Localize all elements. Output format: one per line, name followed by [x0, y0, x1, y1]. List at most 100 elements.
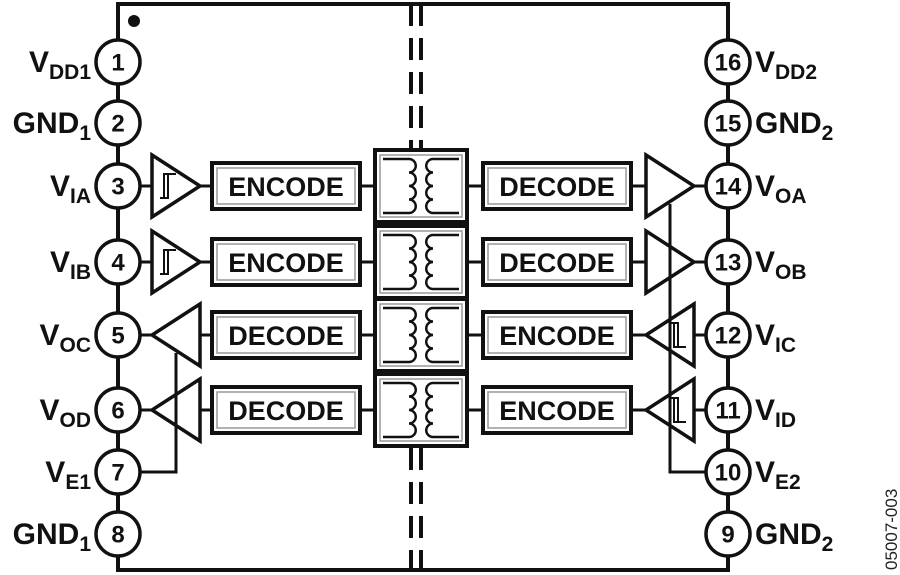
pin-circle — [704, 510, 752, 558]
pin-number: 12 — [715, 323, 742, 350]
transformer-C — [373, 297, 469, 373]
pin-subscript: OD — [60, 409, 92, 432]
left-block-D-label: DECODE — [228, 396, 344, 426]
right-block-C: ENCODE — [481, 310, 633, 360]
primary-coil-icon — [383, 306, 417, 364]
left-block-A-inner — [216, 167, 356, 205]
transformer-frame-inner — [379, 303, 463, 367]
left-block-C-inner — [216, 316, 356, 354]
transformer-D — [373, 372, 469, 448]
pin-name: GND — [755, 107, 822, 140]
left-block-D-outer — [210, 385, 362, 435]
pin-circle — [94, 311, 142, 359]
left-block-A-label: ENCODE — [228, 172, 344, 202]
left-block-C-label: DECODE — [228, 321, 344, 351]
pin-label: GND1 — [13, 518, 92, 556]
pin-subscript: E1 — [65, 471, 91, 494]
pin-number: 3 — [111, 174, 124, 201]
left-block-B-inner — [216, 243, 356, 281]
pin-name: V — [50, 170, 70, 203]
pin-subscript: IA — [70, 185, 91, 208]
pin-name: GND — [13, 518, 80, 551]
left-block-C: DECODE — [210, 310, 362, 360]
secondary-coil-icon — [425, 233, 459, 291]
left-block-D-inner — [216, 391, 356, 429]
schmitt-trigger-icon — [160, 173, 176, 199]
pin-11: 11 VID — [704, 386, 796, 434]
right-block-D-outer — [481, 385, 633, 435]
transformer-frame — [373, 372, 469, 448]
secondary-coil-icon — [425, 381, 459, 439]
right-block-A-inner — [487, 167, 627, 205]
pin-subscript: ID — [775, 409, 796, 432]
pin1-marker-dot — [128, 15, 140, 27]
pin-circle — [704, 38, 752, 86]
pin-number: 8 — [111, 522, 124, 549]
pin-circle — [704, 162, 752, 210]
pin-label: VE1 — [45, 456, 91, 494]
transformer-B — [373, 224, 469, 300]
right-block-C-label: ENCODE — [499, 321, 615, 351]
pin-number: 7 — [111, 460, 124, 487]
transformer-frame — [373, 224, 469, 300]
pin-label: VID — [755, 394, 796, 432]
right-block-B-label: DECODE — [499, 248, 615, 278]
pin-circle — [94, 162, 142, 210]
pin-number: 6 — [111, 398, 124, 425]
right-block-D-inner — [487, 391, 627, 429]
input-buffer-B — [150, 227, 204, 297]
pin-name: GND — [755, 518, 822, 551]
right-block-B-outer — [481, 237, 633, 287]
primary-coil-icon — [383, 381, 417, 439]
pin-circle — [704, 386, 752, 434]
primary-coil-icon — [383, 157, 417, 215]
pin-number: 1 — [111, 50, 124, 77]
buffer-triangle-icon — [150, 227, 204, 297]
pin-number: 14 — [715, 174, 742, 201]
buffer-triangle-icon — [148, 300, 202, 370]
left-block-C-outer — [210, 310, 362, 360]
pin-14: 14 VOA — [704, 162, 807, 210]
transformer-frame — [373, 297, 469, 373]
pin-label: VOA — [755, 170, 807, 208]
pin-name: V — [39, 319, 59, 352]
pin-name: V — [29, 46, 49, 79]
pin-label: GND1 — [13, 107, 92, 145]
pin-name: V — [755, 456, 775, 489]
pin-label: GND2 — [755, 107, 833, 145]
pin-number: 16 — [715, 50, 742, 77]
pin-subscript: 1 — [79, 533, 91, 556]
pin-label: VIB — [50, 246, 91, 284]
pin-circle — [704, 99, 752, 147]
output-buffer-C — [148, 300, 202, 370]
left-block-B: ENCODE — [210, 237, 362, 287]
pin-subscript: IB — [70, 261, 91, 284]
pin-number: 9 — [721, 522, 734, 549]
pin-subscript: OC — [60, 334, 92, 357]
pin-8: 8 GND1 — [13, 510, 142, 558]
schmitt-trigger-icon — [670, 322, 686, 348]
pin-5: 5 VOC — [39, 311, 142, 359]
right-block-B-inner — [487, 243, 627, 281]
transformer-A — [373, 148, 469, 224]
pin-circle — [704, 311, 752, 359]
buffer-triangle-icon — [644, 151, 698, 221]
pin-name: V — [755, 246, 775, 279]
pin-number: 11 — [715, 398, 740, 425]
pin-number: 5 — [111, 323, 124, 350]
transformer-frame-inner — [379, 378, 463, 442]
pin-name: V — [50, 246, 70, 279]
pin-label: VIA — [50, 170, 91, 208]
pin-name: GND — [13, 107, 80, 140]
pin-subscript: DD1 — [49, 61, 91, 84]
right-block-D: ENCODE — [481, 385, 633, 435]
pin-name: V — [755, 319, 775, 352]
output-buffer-A — [644, 151, 698, 221]
